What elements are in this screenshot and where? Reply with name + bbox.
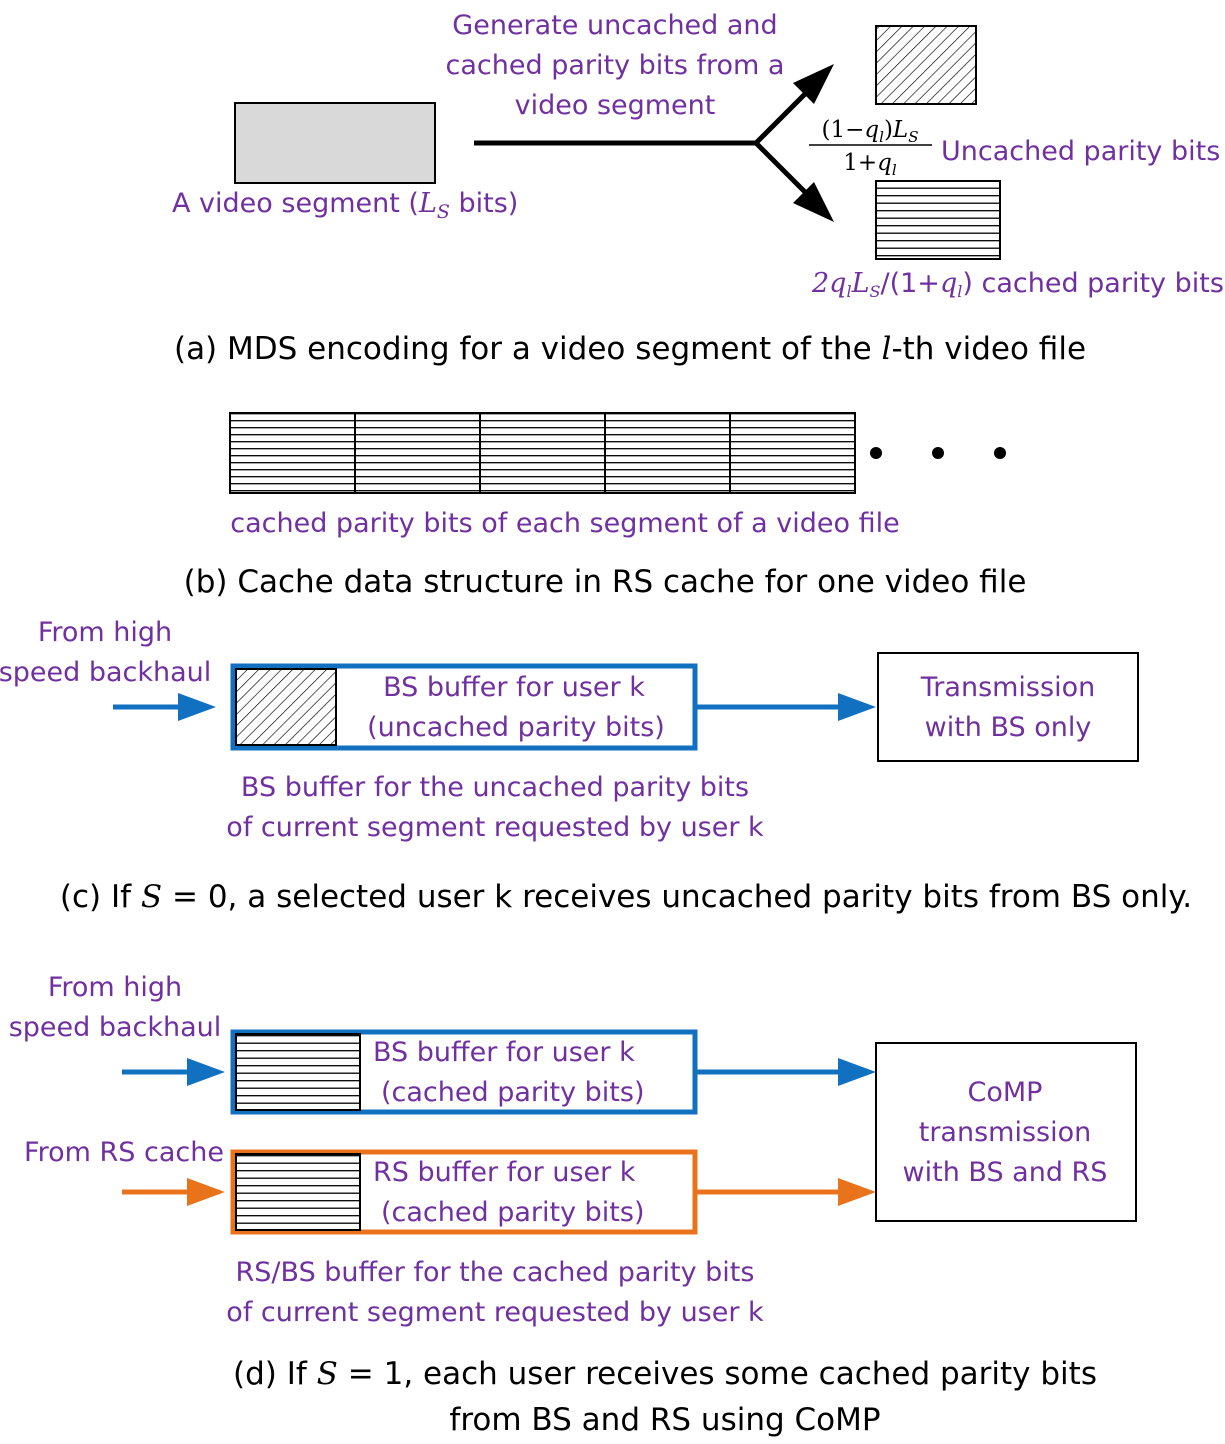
- caption-b: (b) Cache data structure in RS cache for…: [184, 564, 1027, 600]
- comp-transmission-box: [875, 1042, 1137, 1222]
- uncached-parity-block: [875, 25, 977, 105]
- encoding-arrowhead-down: [793, 182, 834, 222]
- generate-text-line1: Generate uncached and: [452, 10, 777, 41]
- cache-cell: [729, 412, 856, 494]
- cache-cell: [479, 412, 606, 494]
- rs-bs-buffer-note-line2: of current segment requested by user k: [226, 1297, 764, 1328]
- comp-box-line1: CoMP: [968, 1077, 1043, 1108]
- cache-structure-row: [229, 412, 856, 494]
- bs-buffer-label-line1: BS buffer for user k: [373, 1037, 635, 1068]
- uncached-size-fraction: (1−ql)LS 1+ql: [809, 117, 932, 179]
- encoding-arrowhead-up: [793, 64, 834, 104]
- panel-a: Generate uncached and cached parity bits…: [172, 10, 1224, 367]
- source-bs-label-line1: From high: [48, 972, 182, 1003]
- bs-buffer-label-line2: (uncached parity bits): [367, 712, 665, 743]
- caption-d-line1: (d) If S = 1, each user receives some ca…: [233, 1356, 1097, 1392]
- uncached-parity-slot: [235, 668, 337, 746]
- panel-b: cached parity bits of each segment of a …: [184, 412, 1027, 600]
- bs-buffer-label-line1: BS buffer for user k: [383, 672, 645, 703]
- source-rs-label: From RS cache: [24, 1137, 224, 1168]
- bs-buffer-label-line2: (cached parity bits): [381, 1077, 644, 1108]
- caption-c: (c) If S = 0, a selected user k receives…: [60, 879, 1192, 915]
- bs-cached-parity-slot: [235, 1033, 361, 1111]
- cached-parity-label: 2qlLS/(1+ql) cached parity bits: [811, 268, 1224, 301]
- cache-cell: [354, 412, 481, 494]
- video-segment-box: [234, 102, 436, 184]
- caption-a: (a) MDS encoding for a video segment of …: [174, 331, 1086, 367]
- dot: [994, 447, 1006, 459]
- bs-only-box-line1: Transmission: [920, 672, 1095, 703]
- bs-buffer-note-line2: of current segment requested by user k: [226, 812, 764, 843]
- generate-text-line2: cached parity bits from a: [446, 50, 785, 81]
- panel-c: From high speed backhaul BS buffer for u…: [0, 617, 1192, 915]
- cached-parity-block: [875, 180, 1001, 260]
- encoding-arrow-branch-up: [754, 85, 814, 145]
- bs-only-transmission-box: [877, 652, 1139, 762]
- caption-d-line2: from BS and RS using CoMP: [449, 1402, 880, 1438]
- bs-output-arrowhead: [838, 693, 876, 721]
- rs-output-arrowhead: [838, 1178, 876, 1206]
- dot: [932, 447, 944, 459]
- fraction-denominator: 1+ql: [843, 150, 897, 179]
- source-bs-label-line2: speed backhaul: [9, 1012, 222, 1043]
- cache-structure-label: cached parity bits of each segment of a …: [230, 508, 900, 539]
- dot: [870, 447, 882, 459]
- comp-box-line3: with BS and RS: [903, 1157, 1108, 1188]
- fraction-numerator: (1−ql)LS: [822, 117, 919, 146]
- cache-cell: [229, 412, 356, 494]
- panel-d: From high speed backhaul BS buffer for u…: [9, 972, 1137, 1438]
- bs-output-arrowhead: [838, 1058, 876, 1086]
- bs-buffer-note-line1: BS buffer for the uncached parity bits: [241, 772, 749, 803]
- bs-only-box-line2: with BS only: [925, 712, 1092, 743]
- rs-bs-buffer-note-line1: RS/BS buffer for the cached parity bits: [236, 1257, 755, 1288]
- cache-cell: [604, 412, 731, 494]
- source-label-line1: From high: [38, 617, 172, 648]
- backhaul-arrowhead: [178, 693, 216, 721]
- rs-cached-parity-slot: [235, 1153, 361, 1231]
- rs-input-arrowhead: [187, 1178, 225, 1206]
- generate-text-line3: video segment: [515, 90, 716, 121]
- video-segment-label: A video segment (LS bits): [172, 188, 518, 223]
- bs-input-arrowhead: [187, 1058, 225, 1086]
- ellipsis-dots: [870, 447, 1006, 459]
- rs-buffer-label-line2: (cached parity bits): [381, 1197, 644, 1228]
- uncached-parity-label: Uncached parity bits: [941, 136, 1220, 167]
- comp-box-line2: transmission: [919, 1117, 1091, 1148]
- rs-buffer-label-line1: RS buffer for user k: [373, 1157, 636, 1188]
- encoding-arrow-branch-down: [754, 141, 814, 201]
- source-label-line2: speed backhaul: [0, 657, 211, 688]
